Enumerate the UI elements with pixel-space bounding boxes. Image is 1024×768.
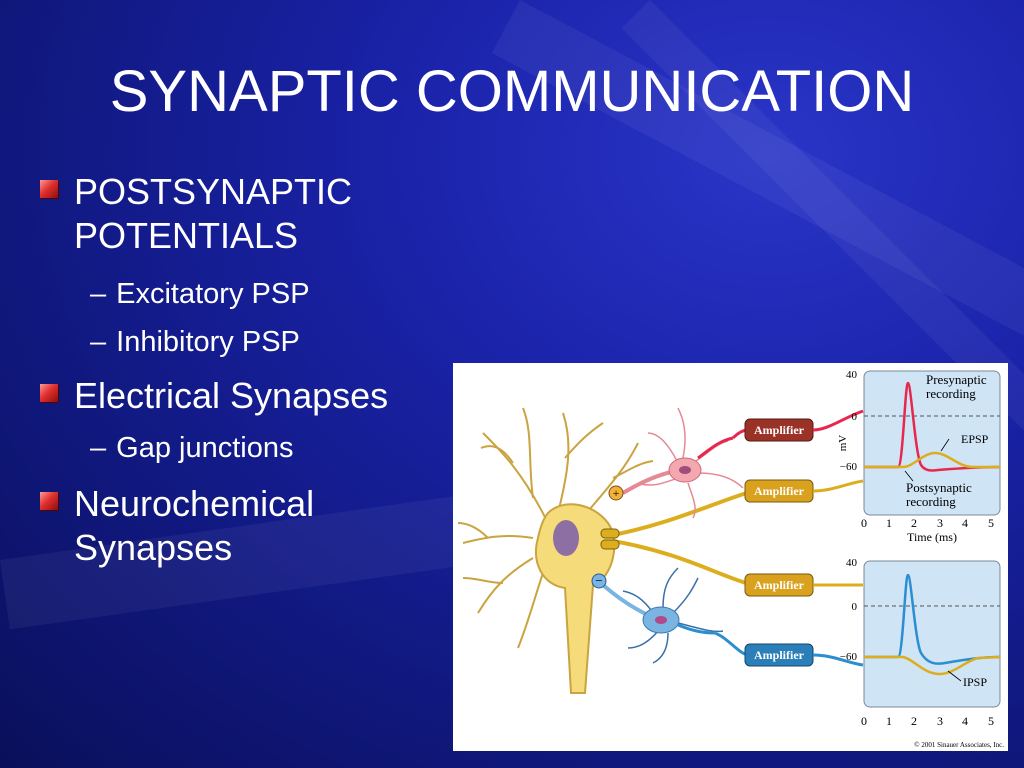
postsynaptic-electrodes <box>600 489 754 587</box>
bullet-line: Neurochemical <box>74 483 315 524</box>
y-tick: 0 <box>852 411 858 423</box>
epsp-panel: 40 0 −60 mV Presynaptic recording EPSP P… <box>837 369 1001 544</box>
sub-bullet-text: Gap junctions <box>116 432 294 464</box>
synapse-diagram: + − Amplifier Amplifier Amplifier <box>457 369 1004 749</box>
recording-label: recording <box>926 386 976 401</box>
inhibitory-neuron: − <box>591 567 724 664</box>
bullet-text: POSTSYNAPTIC POTENTIALS <box>74 170 352 258</box>
slide-title: SYNAPTIC COMMUNICATION <box>109 59 915 124</box>
bullet-square-icon <box>40 180 58 198</box>
presynaptic-label: Presynaptic <box>926 372 987 387</box>
ipsp-label: IPSP <box>963 675 987 689</box>
postsynaptic-label: Postsynaptic <box>906 480 972 495</box>
presynaptic-trace-excitatory <box>864 381 1001 472</box>
x-tick: 4 <box>962 516 968 530</box>
ipsp-panel: 40 0 −60 IPSP 0 1 2 3 4 5 <box>840 557 1001 728</box>
y-tick: 40 <box>846 557 858 569</box>
bullet-postsynaptic: POSTSYNAPTIC POTENTIALS <box>40 170 352 258</box>
x-tick: 0 <box>861 516 867 530</box>
x-tick: 1 <box>886 714 892 728</box>
x-tick: 5 <box>988 516 994 530</box>
x-axis-bottom: 0 1 2 3 4 5 <box>861 714 994 728</box>
bullet-electrical: Electrical Synapses <box>40 374 388 418</box>
bullet-line: POTENTIALS <box>74 215 299 256</box>
postsynaptic-cell-body <box>535 503 616 694</box>
minus-sign: − <box>595 573 602 588</box>
x-tick: 3 <box>937 714 943 728</box>
amplifier-label: Amplifier <box>754 423 805 437</box>
amplifier-label: Amplifier <box>754 484 805 498</box>
bullet-text: Electrical Synapses <box>74 375 389 416</box>
x-axis-label: Time (ms) <box>907 530 957 544</box>
y-tick: −60 <box>840 651 858 663</box>
x-tick: 0 <box>861 714 867 728</box>
amplifier-label: Amplifier <box>754 578 805 592</box>
bullet-square-icon <box>40 492 58 510</box>
x-tick: 4 <box>962 714 968 728</box>
sub-bullet-text: Inhibitory PSP <box>116 326 300 358</box>
dash: – <box>90 278 107 310</box>
sub-bullet-text: Excitatory PSP <box>116 278 310 310</box>
recording-label: recording <box>906 494 956 509</box>
sub-bullet-inhibitory: – Inhibitory PSP <box>90 324 300 360</box>
x-axis-top: 0 1 2 3 4 5 <box>861 516 994 530</box>
bullet-text: Neurochemical Synapses <box>74 482 314 570</box>
bullet-line: Synapses <box>74 527 233 568</box>
amplifier-label: Amplifier <box>754 648 805 662</box>
copyright-text: © 2001 Sinauer Associates, Inc. <box>914 741 1004 749</box>
bullet-line: POSTSYNAPTIC <box>74 171 353 212</box>
cell-nucleus <box>553 520 579 556</box>
dash: – <box>90 326 107 358</box>
amplifier-pre-excitatory: Amplifier <box>744 418 814 442</box>
amplifier-pre-inhibitory: Amplifier <box>744 643 814 667</box>
amplifier-post-top: Amplifier <box>744 479 814 503</box>
amplifier-post-bottom: Amplifier <box>744 573 814 597</box>
epsp-label: EPSP <box>961 432 989 446</box>
sub-bullet-gap: – Gap junctions <box>90 430 293 466</box>
dash: – <box>90 432 107 464</box>
synapse-figure: + − Amplifier Amplifier Amplifier <box>453 363 1008 751</box>
x-tick: 5 <box>988 714 994 728</box>
y-tick: −60 <box>840 461 858 473</box>
x-tick: 2 <box>911 516 917 530</box>
ipsp-trace <box>864 655 1001 676</box>
presynaptic-trace-inhibitory <box>864 573 1001 665</box>
excitatory-neuron: + <box>608 407 744 519</box>
plus-sign: + <box>613 486 620 500</box>
x-tick: 1 <box>886 516 892 530</box>
sub-bullet-excitatory: – Excitatory PSP <box>90 276 310 312</box>
y-unit-label: mV <box>837 435 849 452</box>
bullet-square-icon <box>40 384 58 402</box>
x-tick: 2 <box>911 714 917 728</box>
bullet-neurochemical: Neurochemical Synapses <box>40 482 314 570</box>
epsp-trace <box>864 451 1000 469</box>
x-tick: 3 <box>937 516 943 530</box>
y-tick: 40 <box>846 369 858 381</box>
y-tick: 0 <box>852 601 858 613</box>
